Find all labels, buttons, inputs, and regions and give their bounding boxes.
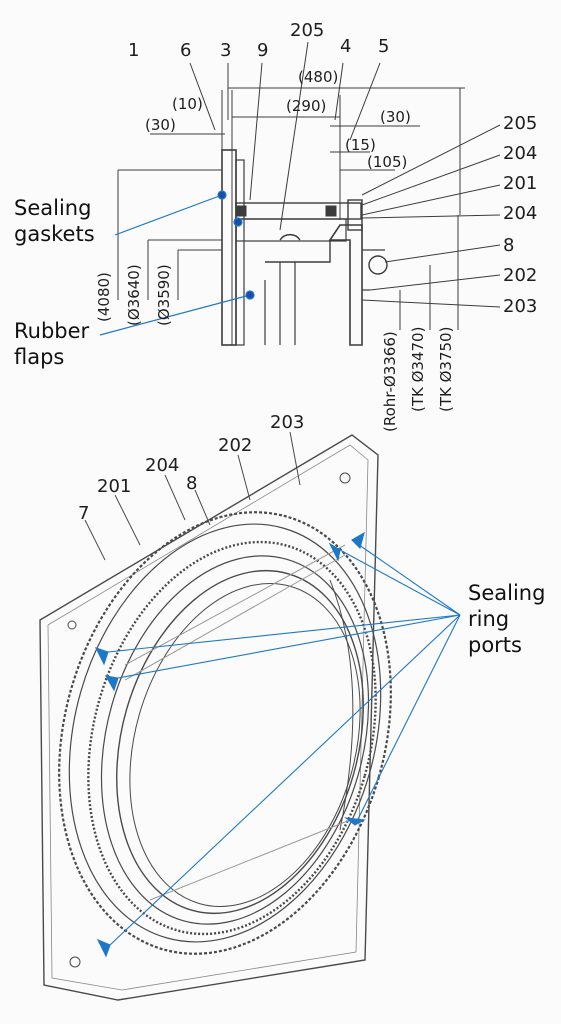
callout-203: 203: [503, 296, 538, 317]
callout-204-a: 204: [503, 143, 538, 164]
callout-205-top: 205: [290, 20, 325, 41]
callout-1: 1: [128, 40, 140, 61]
iso-callout-7: 7: [78, 503, 90, 524]
dim-30-right: (30): [380, 108, 411, 126]
callout-4: 4: [340, 36, 352, 57]
iso-callout-201: 201: [97, 476, 132, 497]
dim-15: (15): [345, 136, 376, 154]
dim-30-left: (30): [145, 116, 176, 134]
callout-201: 201: [503, 173, 538, 194]
sealing-ring-ports-label: Sealing ring ports: [468, 581, 546, 657]
callout-202: 202: [503, 265, 538, 286]
dim-105: (105): [367, 153, 408, 171]
dim-3590: (Ø3590): [155, 264, 173, 326]
dim-3640: (Ø3640): [125, 264, 143, 326]
iso-view-drawing: [39, 431, 392, 1001]
callout-6: 6: [180, 40, 192, 61]
callout-3: 3: [220, 40, 232, 61]
dim-480: (480): [298, 68, 339, 86]
callout-205-right: 205: [503, 113, 538, 134]
dim-4080: (4080): [95, 272, 113, 322]
sealing-port-arrows: [94, 531, 461, 958]
iso-callout-203: 203: [270, 412, 305, 433]
rubber-flaps-label: Rubber flaps: [14, 319, 90, 369]
iso-callout-202: 202: [218, 435, 253, 456]
dim-tk-3470: (TK Ø3470): [409, 326, 427, 412]
iso-callout-204: 204: [145, 455, 180, 476]
section-view-drawing: [117, 41, 501, 346]
dim-290: (290): [286, 97, 327, 115]
dim-tk-3750: (TK Ø3750): [437, 326, 455, 412]
dim-10: (10): [172, 95, 203, 113]
callout-204-b: 204: [503, 203, 538, 224]
callout-5: 5: [378, 36, 390, 57]
gasket-arrows: [99, 190, 255, 336]
callout-9: 9: [257, 40, 269, 61]
dim-rohr-3366: (Rohr-Ø3366): [381, 331, 399, 432]
sealing-gaskets-label: Sealing gaskets: [14, 196, 95, 246]
iso-callout-8: 8: [186, 473, 198, 494]
callout-8: 8: [503, 235, 515, 256]
